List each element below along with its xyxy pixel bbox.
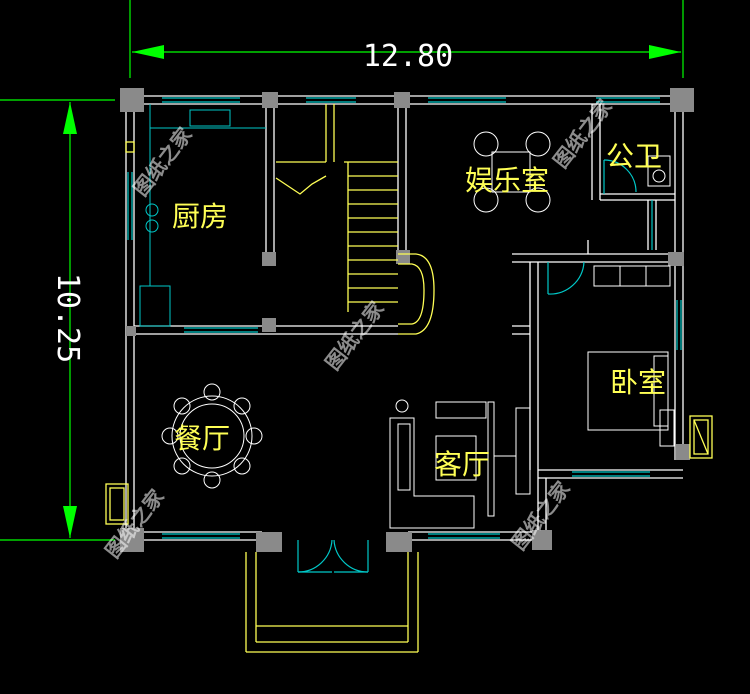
staircase xyxy=(275,104,435,335)
entertainment-table xyxy=(473,131,551,213)
room-label-bedroom: 卧室 xyxy=(610,366,666,399)
doors xyxy=(297,159,637,573)
room-label-kitchen: 厨房 xyxy=(172,200,228,233)
windows xyxy=(127,97,682,539)
dimension-width-label: 12.80 xyxy=(363,39,453,74)
room-label-bathroom: 公卫 xyxy=(606,140,662,173)
dimension-top xyxy=(129,0,684,78)
wall-fixtures xyxy=(105,141,713,525)
entrance-porch xyxy=(245,552,419,653)
watermark: 图纸之家 xyxy=(128,122,197,201)
dimension-height-label: 10.25 xyxy=(50,273,85,363)
kitchen-counter xyxy=(139,104,266,327)
bathroom-fixtures xyxy=(647,155,671,187)
living-room-sofa xyxy=(389,399,531,529)
bedroom-bed xyxy=(587,265,675,447)
room-label-entertainment: 娱乐室 xyxy=(465,164,549,197)
structural-columns xyxy=(120,88,694,552)
interior-walls xyxy=(134,104,675,470)
watermark: 图纸之家 xyxy=(320,296,389,375)
room-label-dining: 餐厅 xyxy=(174,422,230,455)
exterior-walls xyxy=(125,95,684,541)
dimension-left xyxy=(0,99,115,541)
room-label-living: 客厅 xyxy=(434,448,490,481)
dining-table xyxy=(161,383,263,489)
